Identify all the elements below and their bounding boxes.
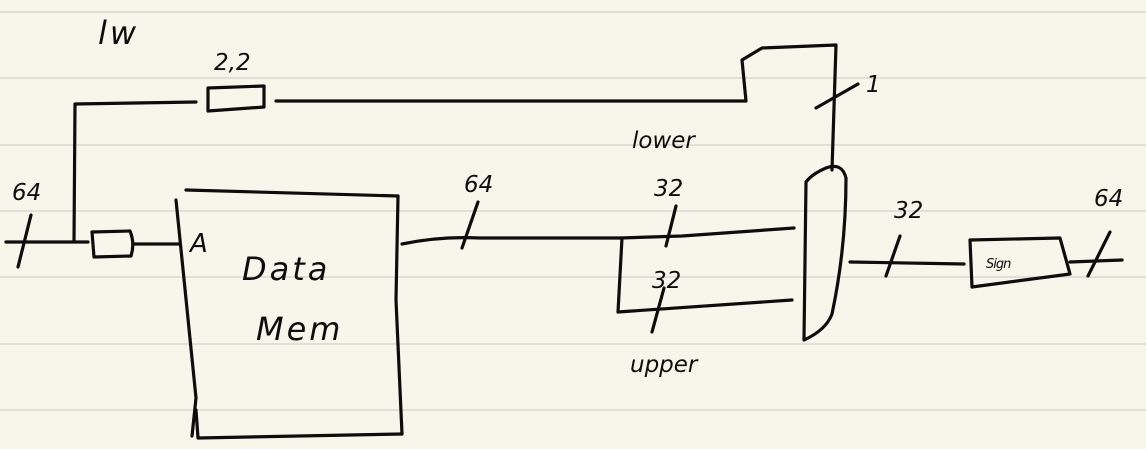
- mux-block: [802, 164, 848, 342]
- memory-output-wire: [400, 236, 622, 246]
- lower-half-width-label: 32: [654, 176, 683, 202]
- select-label-lower: lower: [632, 128, 696, 154]
- select-width-label: 1: [866, 72, 881, 98]
- select-wire: [274, 43, 838, 172]
- select-width-slash: [814, 82, 860, 110]
- sign-output-width-slash: [1086, 230, 1112, 278]
- lower-half-wire: [618, 226, 796, 240]
- memory-output-width-label: 64: [464, 172, 493, 198]
- lower-half-width-slash: [664, 204, 678, 248]
- mux-output-wire: [848, 260, 966, 266]
- rule-lines: [0, 11, 1146, 411]
- address-buffer: [90, 229, 135, 259]
- address-width-label: 64: [12, 180, 41, 206]
- upper-half-width-slash: [650, 286, 666, 334]
- memory-label-line2: Mem: [256, 310, 343, 348]
- sign-extend-label: Sign: [986, 257, 1011, 272]
- mux-output-width-label: 32: [894, 198, 923, 224]
- data-memory-block: [174, 188, 404, 440]
- offset-box: [206, 84, 266, 113]
- address-port-label: A: [188, 229, 210, 259]
- offset-branch-wire: [72, 100, 198, 244]
- upper-half-width-label: 32: [652, 268, 681, 294]
- offset-width-label: 2,2: [214, 50, 251, 76]
- sign-extend-block: [968, 236, 1072, 289]
- mux-output-width-slash: [884, 234, 902, 278]
- memory-output-width-slash: [460, 200, 480, 250]
- instruction-label: lw: [98, 14, 139, 52]
- upper-label: upper: [630, 352, 699, 378]
- memory-label-line1: Data: [242, 250, 330, 288]
- upper-half-wire: [616, 236, 794, 314]
- sign-output-width-label: 64: [1094, 186, 1123, 212]
